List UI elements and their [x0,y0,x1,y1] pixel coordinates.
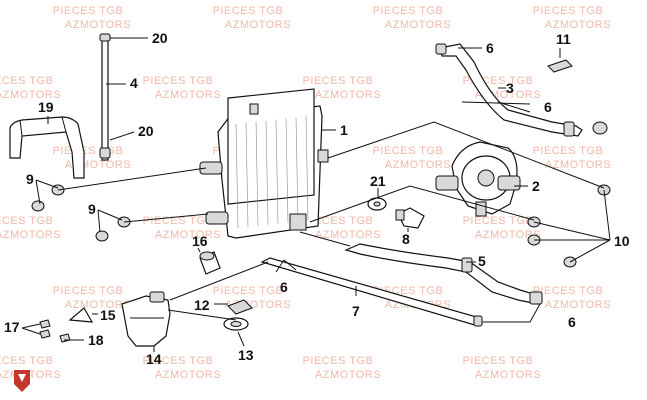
bracket-part[interactable] [68,307,94,323]
watermark-line1: PIECES TGB [53,285,124,297]
callout-2: 2 [532,178,540,194]
pipe-part[interactable] [260,257,483,327]
watermark-line2: AZMOTORS [155,369,221,381]
watermark-line2: AZMOTORS [155,89,221,101]
radiator-fins [235,116,309,229]
watermark-line1: PIECES TGB [533,285,604,297]
callout-10: 10 [614,233,630,249]
callout-3: 3 [506,80,514,96]
watermark-line1: PIECES TGB [533,145,604,157]
rod-part[interactable] [99,33,111,161]
watermark-line1: PIECES TGB [53,145,124,157]
reservoir-tank-part[interactable] [121,291,171,347]
watermark-line2: AZMOTORS [315,229,381,241]
watermark-line1: PIECES TGB [213,5,284,17]
callout-6-top: 6 [486,40,494,56]
lower-hose-part[interactable] [344,243,543,305]
watermark-line1: PIECES TGB [303,355,374,367]
watermark-line1: PIECES TGB [213,285,284,297]
watermark-line1: PIECES TGB [463,355,534,367]
watermark-line2: AZMOTORS [0,229,61,241]
watermark-line2: AZMOTORS [385,159,451,171]
callout-6-right: 6 [568,314,576,330]
radiator-fin [235,123,239,229]
radiator-fin [255,121,259,226]
callout-9-upper: 9 [26,171,34,187]
watermark-line2: AZMOTORS [475,369,541,381]
cap-seal-part[interactable] [223,317,249,331]
callout-16: 16 [192,233,208,249]
callout-20-bottom: 20 [138,123,154,139]
callout-19: 19 [38,99,54,115]
washer-part[interactable] [367,197,387,211]
watermark-line1: PIECES TGB [0,215,53,227]
watermark-line2: AZMOTORS [225,19,291,31]
watermark-line2: AZMOTORS [545,299,611,311]
sleeve-part[interactable] [199,251,221,275]
watermark-line2: AZMOTORS [315,89,381,101]
callout-17: 17 [4,319,20,335]
watermark-line1: PIECES TGB [143,355,214,367]
watermark-line2: AZMOTORS [155,229,221,241]
watermark-line2: AZMOTORS [0,369,61,381]
watermark-line2: AZMOTORS [0,89,61,101]
bolts-part[interactable] [39,319,71,343]
clip-part[interactable] [547,59,573,73]
callout-8: 8 [402,231,410,247]
callout-labels: 20 4 20 19 1 6 3 6 11 2 21 8 9 9 16 10 5… [4,30,630,367]
callout-13: 13 [238,347,254,363]
watermark-line2: AZMOTORS [385,19,451,31]
callout-14: 14 [146,351,162,367]
callout-12: 12 [194,297,210,313]
watermark-line2: AZMOTORS [65,19,131,31]
watermark-line2: AZMOTORS [545,19,611,31]
temperature-sensor-part[interactable] [395,207,425,229]
watermark-line2: AZMOTORS [65,299,131,311]
leader-lines [21,37,611,352]
reservoir-cap-part[interactable] [227,299,253,315]
watermark-line1: PIECES TGB [533,5,604,17]
watermark-line1: PIECES TGB [373,145,444,157]
radiator-fin [245,122,249,227]
watermark-line1: PIECES TGB [0,75,53,87]
radiator-fin [295,117,299,222]
watermark-line1: PIECES TGB [0,355,53,367]
watermark-line1: PIECES TGB [143,215,214,227]
callout-18: 18 [88,332,104,348]
callout-7: 7 [352,303,360,319]
watermark-line2: AZMOTORS [315,369,381,381]
callout-15: 15 [100,307,116,323]
callout-6-lower: 6 [280,279,288,295]
callout-9-lower: 9 [88,201,96,217]
radiator-cover-part[interactable] [9,116,85,179]
callout-5: 5 [478,253,486,269]
watermark-line1: PIECES TGB [53,5,124,17]
radiator-fin [305,116,309,221]
callout-20-top: 20 [152,30,168,46]
watermark-line1: PIECES TGB [143,75,214,87]
callout-6-upper-hose: 6 [544,99,552,115]
watermark-line1: PIECES TGB [463,215,534,227]
watermark-line1: PIECES TGB [303,75,374,87]
callout-21: 21 [370,173,386,189]
watermark-layer: PIECES TGB AZMOTORS PIECES TGB AZMOTORS PIEC… [0,5,611,381]
callout-11: 11 [556,31,571,47]
fan-part[interactable] [435,141,521,217]
radiator-fin [275,119,279,224]
upper-hose-part[interactable] [435,43,608,137]
watermark-line2: AZMOTORS [475,229,541,241]
radiator-part[interactable] [199,88,329,239]
radiator-fin [285,118,289,223]
radiator-fin [265,120,269,225]
watermark-line2: AZMOTORS [545,159,611,171]
callout-1: 1 [340,122,348,138]
callout-4: 4 [130,75,138,91]
brand-logo [14,370,30,392]
watermark-line1: PIECES TGB [373,5,444,17]
